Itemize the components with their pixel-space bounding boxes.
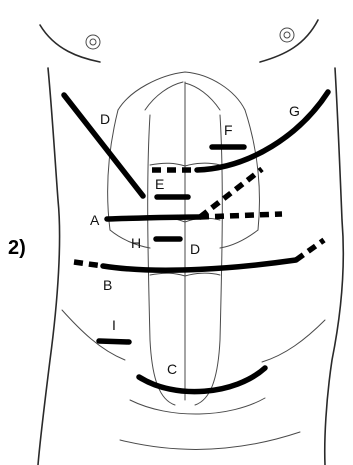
right-flank-line <box>325 68 344 465</box>
label-e: E <box>155 176 164 192</box>
right-nipple <box>280 28 294 42</box>
right-waist-curve <box>262 320 325 362</box>
label-c: C <box>167 361 177 377</box>
label-i: I <box>112 317 116 333</box>
groin-curve <box>130 398 265 414</box>
left-flank-line <box>38 68 60 465</box>
incision-i <box>99 341 129 342</box>
left-nipple <box>86 35 100 49</box>
label-d: D <box>100 111 110 127</box>
label-g: G <box>289 103 300 119</box>
incision-c <box>139 368 265 392</box>
label-h: H <box>131 235 141 251</box>
label-d-secondary: D <box>190 241 200 257</box>
incision-b-right-dashed <box>296 240 324 260</box>
right-shoulder-line <box>260 20 318 62</box>
incision-a-dashed-extension <box>200 214 282 217</box>
incision-labels: D F G E A H D B I C <box>90 103 300 377</box>
label-a: A <box>90 212 100 228</box>
incision-b-left-dashed <box>74 262 103 266</box>
incision-b <box>103 260 296 270</box>
incision-a <box>107 217 200 219</box>
label-b: B <box>103 277 112 293</box>
panel-label: 2) <box>8 237 26 259</box>
incision-g <box>197 92 328 170</box>
lower-belly-line <box>120 432 300 449</box>
incision-a-dashed-diagonal <box>200 169 262 217</box>
label-f: F <box>224 122 233 138</box>
